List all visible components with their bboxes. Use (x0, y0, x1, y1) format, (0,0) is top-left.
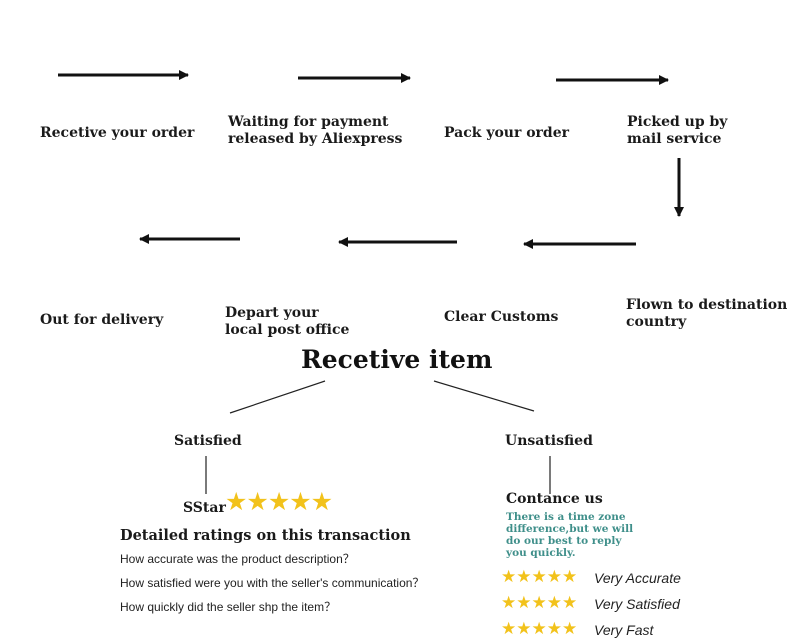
step-picked-up: Picked up by mail service (627, 114, 728, 147)
question-accuracy: How accurate was the product description… (120, 552, 355, 566)
step-waiting-payment: Waiting for payment released by Aliexpre… (228, 114, 403, 147)
rating-label-fast: Very Fast (594, 622, 654, 638)
step-depart-post-office: Depart your local post office (225, 305, 350, 338)
step-clear-customs: Clear Customs (444, 309, 559, 325)
step-receive-order: Recetive your order (40, 125, 195, 141)
step-out-for-delivery: Out for delivery (40, 312, 164, 328)
branch-line-satisfied (229, 380, 326, 414)
question-communication: How satisfied were you with the seller's… (120, 576, 425, 590)
rating-label-satisfied: Very Satisfied (594, 596, 680, 612)
detailed-ratings-heading: Detailed ratings on this transaction (120, 527, 411, 544)
rating-stars-accurate: ★★★★★ (501, 567, 578, 586)
step-flown-destination: Flown to destination country (626, 297, 788, 330)
contact-us-title: Contance us (506, 491, 603, 507)
rating-stars-satisfied: ★★★★★ (501, 593, 578, 612)
satisfied-label: Satisfied (174, 433, 242, 449)
receive-item-title: Recetive item (301, 345, 493, 374)
branch-line-unsatisfied (433, 380, 535, 412)
unsatisfied-label: Unsatisfied (505, 433, 593, 449)
question-shipping: How quickly did the seller shp the item？ (120, 600, 337, 614)
contact-note: There is a time zone difference,but we w… (506, 511, 634, 559)
five-star-rating: ★★★★★ (225, 489, 333, 516)
rating-stars-fast: ★★★★★ (501, 619, 578, 638)
rating-label-accurate: Very Accurate (594, 570, 681, 586)
step-pack-order: Pack your order (444, 125, 570, 141)
star-label: SStar (183, 500, 226, 516)
